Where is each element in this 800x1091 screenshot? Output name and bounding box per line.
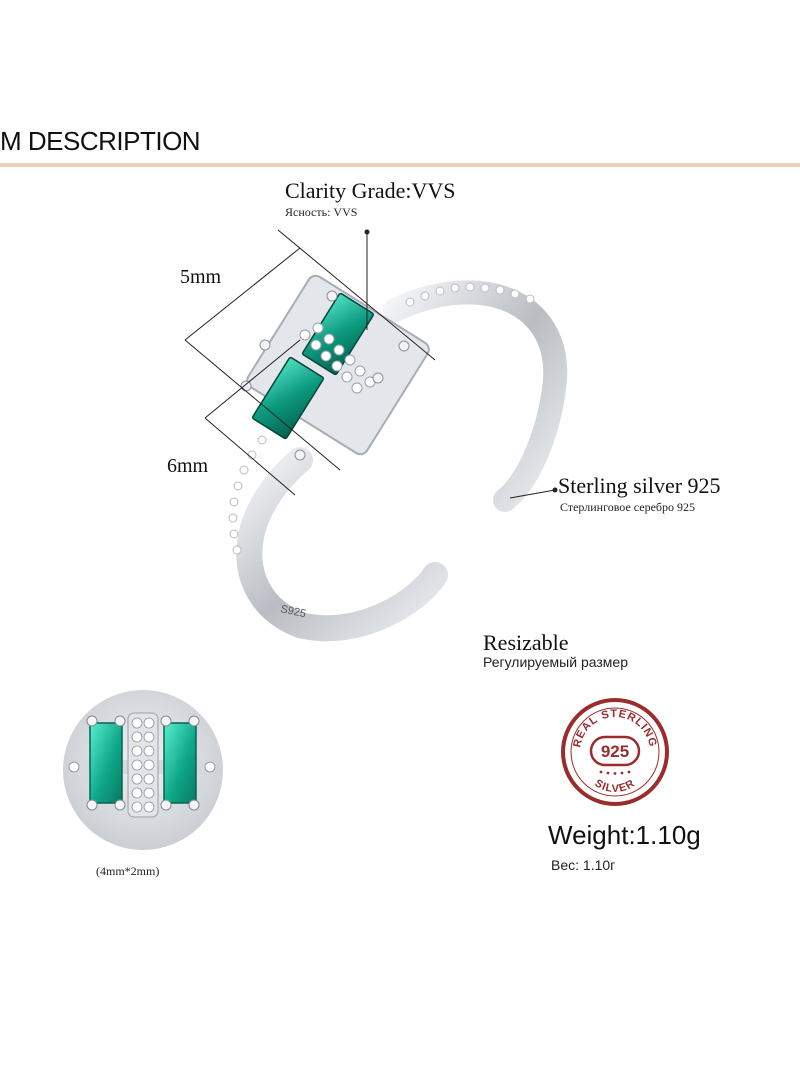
emerald-gem-bottom <box>251 356 325 440</box>
stamp-center-text: 925 <box>601 742 629 761</box>
weight-subtitle: Вес: 1.10г <box>551 857 616 873</box>
svg-text:SILVER: SILVER <box>592 777 637 795</box>
material-pointer-line <box>509 489 556 499</box>
clarity-grade-label: Clarity Grade:VVS <box>285 178 456 203</box>
ring-engraving: S925 <box>279 603 307 620</box>
emerald-gem-top <box>301 292 375 376</box>
material-label: Sterling silver 925 <box>558 473 721 498</box>
header-divider <box>0 163 800 167</box>
resizable-subtitle: Регулируемый размер <box>483 654 628 670</box>
closeup-caption: (4mm*2mm) <box>96 864 160 878</box>
width-dimension-label: 6mm <box>167 455 209 477</box>
ring-band-lower <box>236 447 448 642</box>
gem-closeup-image <box>63 690 223 850</box>
closeup-gem-right <box>163 722 197 804</box>
resizable-label: Resizable <box>483 630 569 655</box>
ring-illustration: S925 <box>184 229 568 642</box>
weight-label: Weight:1.10g <box>548 820 701 850</box>
length-dimension-label: 5mm <box>180 266 222 288</box>
material-pointer-dot <box>552 487 558 493</box>
clarity-pointer-dot <box>364 229 370 235</box>
clarity-grade-subtitle: Ясность: VVS <box>285 205 358 219</box>
dimension-lines <box>184 229 436 496</box>
sterling-925-stamp: REAL STERLING SILVER 925 <box>561 698 669 806</box>
center-setting <box>240 274 430 461</box>
material-subtitle: Стерлинговое серебро 925 <box>560 500 695 514</box>
ring-band-upper <box>383 280 568 512</box>
stamp-bottom-text: SILVER <box>592 777 636 795</box>
section-title: M DESCRIPTION <box>0 126 201 156</box>
closeup-gem-left <box>89 722 123 804</box>
